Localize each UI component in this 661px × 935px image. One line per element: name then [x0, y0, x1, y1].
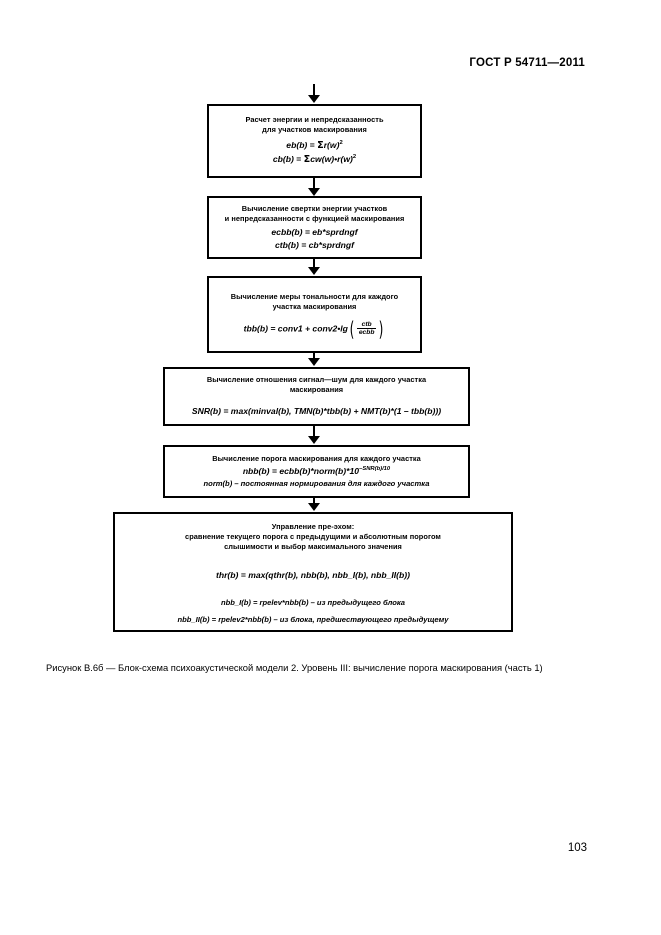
arrow-1-2	[308, 188, 320, 196]
node1-f1-lhs: eb(b)	[286, 139, 308, 150]
arrow-4-5	[308, 436, 320, 444]
node1-title-line1: Расчет энергии и непредсказанность	[245, 115, 384, 125]
node2-title-line1: Вычисление свертки энергии участков	[241, 203, 388, 213]
node1-formula-1: eb(b) = Σr(w)2	[286, 139, 342, 153]
flow-node-tonality-measure: Вычисление меры тональности для каждого …	[207, 276, 422, 353]
node1-f2-sigma: Σ	[303, 153, 311, 165]
node6-formula-2: nbb_I(b) = rpelev*nbb(b) – из предыдущег…	[220, 598, 406, 608]
connector-entry	[313, 84, 315, 96]
connector-5-6	[313, 498, 315, 504]
node3-f1-numerator: ctb	[361, 321, 372, 329]
right-paren-glyph: )	[379, 316, 384, 341]
node1-title-line2: для участков маскирования	[262, 125, 367, 135]
connector-3-4	[313, 353, 315, 359]
figure-caption: Рисунок В.6б — Блок-схема психоакустичес…	[46, 662, 543, 673]
node1-f2-eq: =	[293, 153, 304, 164]
node1-f2-lhs: cb(b)	[272, 153, 294, 164]
node1-f2-body: cw(w)•r(w)	[310, 153, 353, 164]
node3-formula-1: tbb(b) = conv1 + conv2•lg ( ctb ecbb )	[243, 316, 386, 341]
node5-f1-main: nbb(b) = ecbb(b)*norm(b)*10	[242, 466, 360, 477]
connector-4-5	[313, 426, 315, 437]
node4-formula-1: SNR(b) = max(minval(b), TMN(b)*tbb(b) + …	[191, 406, 442, 417]
page-number: 103	[567, 842, 587, 854]
node6-formula-3: nbb_II(b) = rpelev2*nbb(b) – из блока, п…	[177, 615, 449, 625]
arrow-entry	[308, 95, 320, 103]
node1-formula-2: cb(b) = Σcw(w)•r(w)2	[273, 153, 356, 167]
node5-formula-2: norm(b) – постоянная нормирования для ка…	[203, 478, 430, 488]
node5-formula-1: nbb(b) = ecbb(b)*norm(b)*10–SNR(b)/10	[243, 465, 390, 477]
node3-f1-prefix: tbb(b) = conv1 + conv2•lg	[243, 323, 348, 334]
flow-node-masking-threshold: Вычисление порога маскирования для каждо…	[163, 445, 470, 498]
node6-title-line1: Управление пре-эхом:	[271, 522, 355, 531]
node4-title-line2: маскирования	[289, 385, 344, 395]
node1-f2-exp: 2	[352, 154, 357, 161]
connector-2-3	[313, 259, 315, 268]
node6-formula-1: thr(b) = max(qthr(b), nbb(b), nbb_I(b), …	[215, 569, 411, 580]
flowchart-diagram: Расчет энергии и непредсказанность для у…	[113, 84, 513, 632]
flow-node-signal-noise-ratio: Вычисление отношения сигнал—шум для кажд…	[163, 367, 470, 426]
node2-formula-2: ctb(b) = cb*sprdngf	[274, 239, 354, 250]
node3-title-line2: участка маскирования	[272, 301, 357, 311]
node4-title-line1: Вычисление отношения сигнал—шум для кажд…	[206, 375, 427, 385]
flow-node-convolution-spreading: Вычисление свертки энергии участков и не…	[207, 196, 422, 259]
node5-title-line1: Вычисление порога маскирования для каждо…	[212, 454, 421, 464]
arrow-3-4	[308, 358, 320, 366]
flow-node-energy-unpredictability: Расчет энергии и непредсказанность для у…	[207, 104, 422, 178]
connector-1-2	[313, 178, 315, 189]
left-paren-glyph: (	[349, 316, 355, 341]
node6-title-line2: сравнение текущего порога с предыдущими …	[185, 531, 441, 541]
standard-header: ГОСТ Р 54711—2011	[469, 57, 585, 69]
arrow-5-6	[308, 503, 320, 511]
node6-title-line3: слышимости и выбор максимального значени…	[224, 541, 402, 551]
flow-node-pre-echo-control: Управление пре-эхом: сравнение текущего …	[113, 512, 513, 632]
node1-f1-sigma: Σ	[317, 139, 324, 151]
node2-formula-1: ecbb(b) = eb*sprdngf	[271, 227, 358, 238]
node1-f1-body: r(w)	[323, 139, 340, 150]
node3-f1-fraction: ctb ecbb	[356, 321, 377, 337]
node1-f1-eq: =	[307, 139, 318, 150]
node3-f1-denominator: ecbb	[356, 328, 377, 337]
node2-title-line2: и непредсказанности с функцией маскирова…	[224, 213, 405, 223]
node3-title-line1: Вычисление меры тональности для каждого	[230, 291, 399, 301]
node5-f1-exponent: –SNR(b)/10	[359, 466, 391, 473]
node3-f1-fraction-group: ( ctb ecbb )	[348, 316, 385, 341]
node1-f1-exp: 2	[339, 140, 343, 147]
arrow-2-3	[308, 267, 320, 275]
